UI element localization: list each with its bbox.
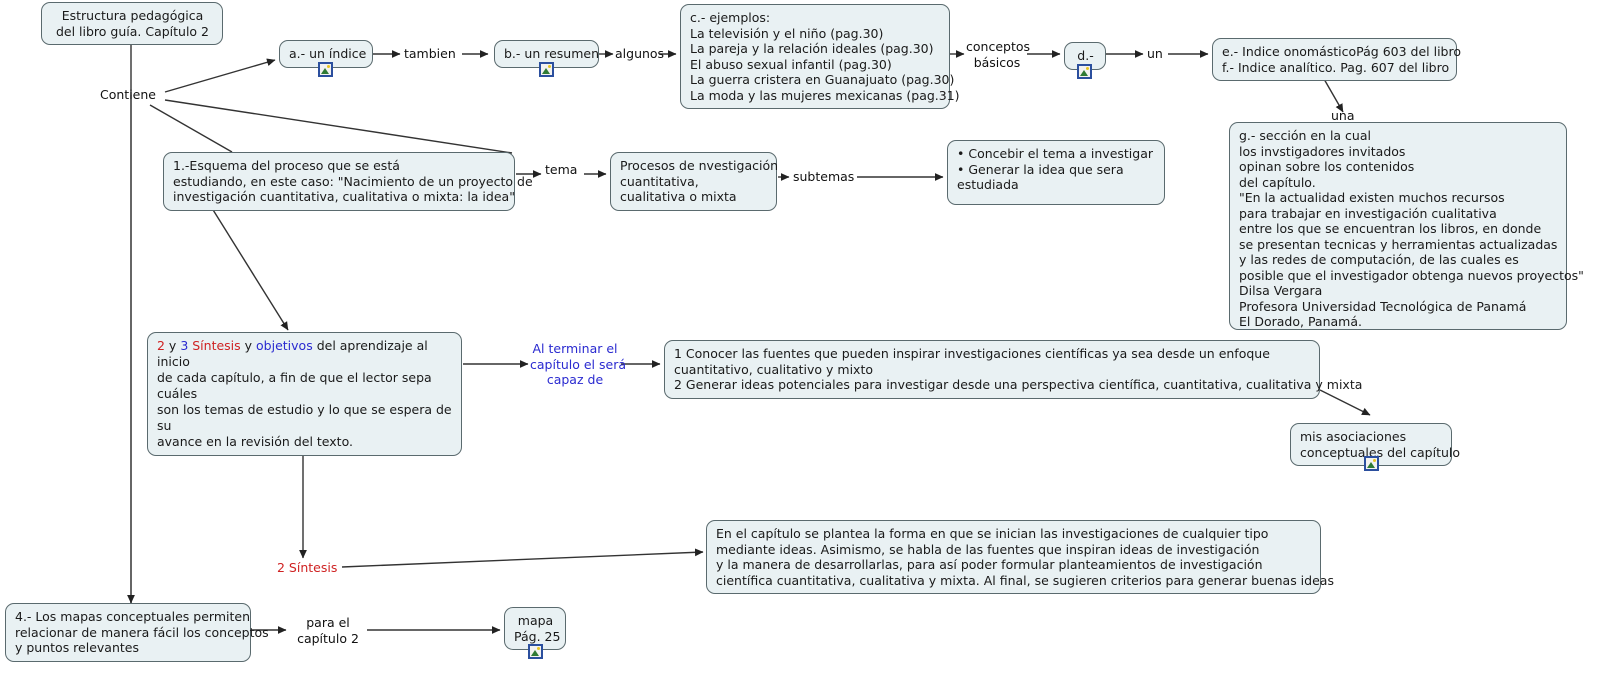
link-label-para-el-capitulo: para el capítulo 2 [297, 615, 359, 646]
image-icon[interactable] [318, 62, 333, 77]
sintesis-num-3: 3 [180, 338, 189, 353]
link-label-algunos: algunos [615, 46, 665, 61]
link-label-contiene: Contiene [100, 87, 156, 102]
node-sintesis-objetivos[interactable]: 2 y 3 Síntesis y objetivos del aprendiza… [147, 332, 462, 456]
node-mapa-pag[interactable]: mapa Pág. 25 [504, 607, 566, 650]
link-label-una: una [1331, 108, 1355, 123]
image-icon[interactable] [1364, 456, 1379, 471]
node-root[interactable]: Estructura pedagógica del libro guía. Ca… [41, 2, 223, 45]
link-label-conceptos-basicos: conceptos básicos [966, 39, 1031, 70]
node-esquema[interactable]: 1.-Esquema del proceso que se está estud… [163, 152, 533, 211]
node-resumen-capitulo[interactable]: En el capítulo se plantea la forma en qu… [706, 520, 1334, 594]
sintesis-conj-2: y [240, 338, 257, 353]
node-ejemplos[interactable]: c.- ejemplos: La televisión y el niño (p… [680, 4, 960, 109]
sintesis-conj-1: y [164, 338, 181, 353]
link-label-tambien: tambien [404, 46, 456, 61]
node-procesos[interactable]: Procesos de nvestigación cuantitativa, c… [610, 152, 778, 211]
link-label-tema: tema [545, 162, 578, 177]
node-indices-ef[interactable]: e.- Indice onomásticoPág 603 del libro f… [1212, 38, 1461, 81]
image-icon[interactable] [1077, 64, 1092, 79]
node-resumen[interactable]: b.- un resumen [494, 40, 599, 68]
sintesis-num-2: 2 [157, 338, 165, 353]
image-icon[interactable] [539, 62, 554, 77]
node-mapas-conceptuales[interactable]: 4.- Los mapas conceptuales permiten rela… [5, 603, 269, 662]
node-capaz-de[interactable]: 1 Conocer las fuentes que pueden inspira… [664, 340, 1362, 399]
node-concebir[interactable]: • Concebir el tema a investigar • Genera… [947, 140, 1165, 205]
sintesis-rest: del aprendizaje al inicio de cada capítu… [157, 338, 452, 449]
link-label-al-terminar: Al terminar el capítulo el será capaz de [530, 341, 626, 387]
image-icon[interactable] [528, 644, 543, 659]
objetivos-word: objetivos [256, 338, 313, 353]
node-seccion-g[interactable]: g.- sección en la cual los invstigadores… [1229, 122, 1584, 330]
sintesis-word: Síntesis [188, 338, 241, 353]
link-label-2-sintesis: 2 Síntesis [277, 560, 338, 575]
link-label-subtemas: subtemas [793, 169, 855, 184]
link-label-un: un [1147, 46, 1163, 61]
